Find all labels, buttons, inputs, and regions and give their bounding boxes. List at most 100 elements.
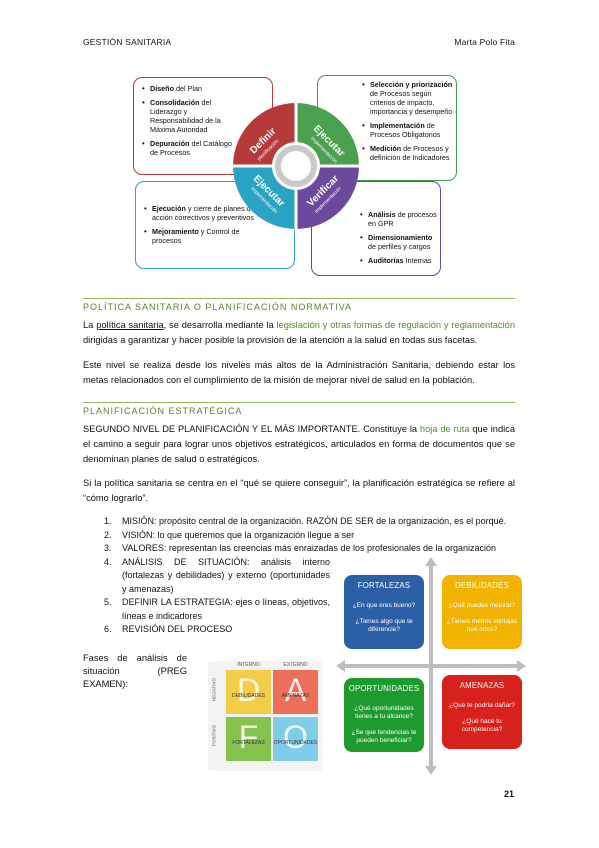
dafo-label: AMENAZAS — [281, 693, 310, 699]
text: , se desarrolla mediante la — [163, 320, 277, 330]
item-keyword: Auditorías — [368, 256, 404, 265]
cell-title: AMENAZAS — [459, 681, 505, 690]
cycle-list-item: Consolidación del Liderazgo y Responsabi… — [142, 98, 232, 134]
dafo-label: OPORTUNIDADES — [273, 740, 318, 746]
list-text: VISIÓN: lo que queremos que la organizac… — [122, 529, 355, 540]
cycle-list-item: Dimensionamiento de perfiles y cargos — [360, 233, 438, 251]
paragraph-politica: La política sanitaria, se desarrolla med… — [83, 318, 515, 348]
item-keyword: Consolidación — [150, 98, 200, 107]
list-item: 1. MISIÓN: propósito central de la organi… — [104, 515, 516, 529]
item-keyword: Mejoramiento — [152, 227, 199, 236]
paragraph-segundo-nivel: SEGUNDO NIVEL DE PLANIFICACIÓN Y EL MÁS … — [83, 422, 515, 467]
cycle-list-item: Diseño del Plan — [142, 84, 232, 93]
item-text: de Procesos Obligatorios — [370, 121, 441, 139]
dafo-letter: A — [284, 672, 307, 708]
highlighted-term: legislación y otras formas de regulación… — [276, 320, 515, 330]
item-text: y Control de procesos — [152, 227, 240, 245]
list-number: 2. — [104, 529, 112, 540]
list-text: REVISIÓN DEL PROCESO — [122, 624, 233, 634]
cell-question: ¿Se que tendencias te pueden beneficiar? — [351, 729, 417, 744]
cell-question: ¿Tienes algo que te diferencie? — [355, 618, 413, 633]
list-number: 4. — [104, 556, 112, 567]
dafo-externo-label: EXTERNO — [283, 662, 308, 668]
item-keyword: Depuración — [150, 139, 190, 148]
item-keyword: Análisis — [368, 210, 396, 219]
planning-cycle-diagram: Diseño del PlanConsolidación del Lideraz… — [133, 73, 457, 278]
list-item: 3. VALORES: representan las creencias más… — [104, 542, 516, 556]
foda-axes — [336, 557, 526, 775]
dafo-letter: O — [283, 719, 308, 755]
list-number: 3. — [104, 543, 112, 553]
dafo-negativo-label: NEGATIVO — [211, 678, 217, 701]
foda-oportunidades: OPORTUNIDADES ¿Qué oportunidades tienes … — [344, 678, 424, 752]
fases-label: Fases de análisis de situación (PREG EXA… — [83, 653, 187, 689]
cell-title: DEBILIDADES — [455, 581, 509, 590]
foda-debilidades: DEBILIDADES ¿Qué puedes mejorar? ¿Tienes… — [442, 575, 522, 649]
strategic-steps-list: 1. MISIÓN: propósito central de la organi… — [104, 515, 516, 637]
list-number: 6. — [104, 624, 112, 634]
item-keyword: Ejecución — [152, 204, 186, 213]
cell-question: ¿Qué oportunidades tienes a tu alcance? — [354, 705, 414, 720]
paragraph-nivel: Este nivel se realiza desde los niveles … — [83, 360, 515, 385]
cell-question: ¿Qué hace tu competencia? — [461, 718, 503, 733]
cycle-list-item: Depuración del Catálogo de Procesos — [142, 139, 232, 157]
dafo-letter: D — [236, 672, 261, 708]
item-keyword: Diseño — [150, 84, 174, 93]
text: que indica el camino a seguir para logra… — [83, 424, 515, 464]
header-right: Marta Polo Fita — [454, 37, 515, 47]
cell-question: ¿Qué puedes mejorar? — [448, 602, 516, 609]
underlined-term: política sanitaria — [96, 320, 164, 330]
highlighted-term: hoja de ruta — [419, 424, 470, 434]
item-text: de perfiles y cargos — [368, 242, 431, 251]
cycle-list-item: Auditorías Internas — [360, 256, 438, 265]
item-text: de Procesos según criterios de impacto, … — [370, 89, 453, 116]
list-item: 4. ANÁLISIS DE SITUACIÓN: análisis intern… — [104, 556, 516, 597]
item-text: y cierre de planes de acción correctivos… — [152, 204, 255, 222]
cell-title: OPORTUNIDADES — [348, 684, 420, 693]
paragraph-que-como: Si la política sanitaria se centra en el… — [83, 478, 515, 503]
section-title-politica: POLÍTICA SANITARIA O PLANIFICACIÓN NORMA… — [83, 298, 515, 312]
cell-question: ¿Qué te podría dañar? — [449, 702, 515, 709]
list-number: 5. — [104, 597, 112, 607]
foda-grid: FORTALEZAS ¿En que eres bueno? ¿Tienes a… — [336, 557, 526, 775]
item-keyword: Medición — [370, 144, 402, 153]
cell-question: ¿Tienes menos ventajas que otros? — [446, 618, 518, 633]
section-title-estrategica: PLANIFICACIÓN ESTRATÉGICA — [83, 402, 515, 416]
ejecutar-box: Selección y priorización de Procesos seg… — [317, 75, 457, 181]
dafo-letter: F — [238, 719, 259, 755]
item-keyword: Selección y priorización — [370, 80, 453, 89]
list-text: DEFINIR LA ESTRATEGIA: ejes o líneas, ob… — [122, 597, 330, 621]
list-text: MISIÓN: propósito central de la organiza… — [122, 516, 507, 526]
dafo-label: FORTALEZAS — [232, 740, 265, 746]
item-keyword: Implementación — [370, 121, 425, 130]
item-text: del Liderazgo y Responsabilidad de la Má… — [150, 98, 221, 134]
cycle-list-item: Ejecución y cierre de planes de acción c… — [144, 204, 258, 222]
item-text: del Catálogo de Procesos — [150, 139, 232, 157]
cycle-list-item: Medición de Procesos y definición de Ind… — [362, 144, 454, 162]
list-item: 6. REVISIÓN DEL PROCESO — [104, 623, 516, 637]
item-keyword: Dimensionamiento — [368, 233, 433, 242]
header-left: GESTIÓN SANITARIA — [83, 37, 172, 47]
list-item: 5. DEFINIR LA ESTRATEGIA: ejes o líneas, … — [104, 596, 516, 623]
page-number: 21 — [504, 789, 515, 799]
item-text: de procesos en GPR — [368, 210, 437, 228]
list-number: 1. — [104, 516, 112, 526]
list-item: 2. VISIÓN: lo que queremos que la organiz… — [104, 529, 516, 543]
text: SEGUNDO NIVEL DE PLANIFICACIÓN Y EL MÁS … — [83, 424, 420, 434]
item-text: Internas — [403, 256, 432, 265]
cycle-list-item: Mejoramiento y Control de procesos — [144, 227, 258, 245]
cycle-list-item: Selección y priorización de Procesos seg… — [362, 80, 454, 116]
cycle-wheel: Definir planificación Ejecutar implement… — [231, 101, 361, 231]
foda-amenazas: AMENAZAS ¿Qué te podría dañar? ¿Qué hace… — [442, 675, 522, 749]
dafo-positivo-label: POSITIVO — [211, 724, 217, 747]
item-text: de Procesos y definición de Indicadores — [370, 144, 450, 162]
item-text: del Plan — [173, 84, 202, 93]
text: La — [83, 320, 97, 330]
dafo-label: DEBILIDADES — [231, 693, 266, 699]
list-text: ANÁLISIS DE SITUACIÓN: análisis interno … — [122, 556, 330, 594]
text: dirigidas a garantizar y hacer posible l… — [83, 335, 478, 345]
list-text: VALORES: representan las creencias más e… — [122, 543, 497, 553]
